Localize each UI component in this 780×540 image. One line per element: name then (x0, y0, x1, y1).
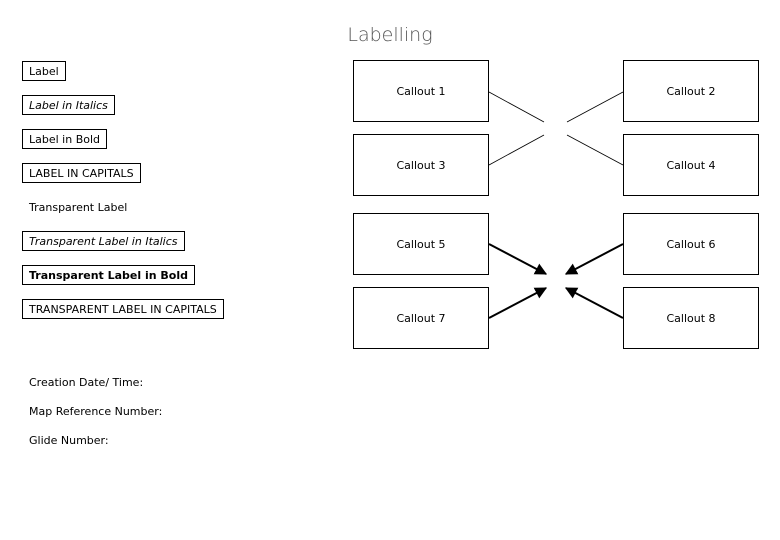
label-italics-box: Label in Italics (22, 95, 115, 115)
transparent-bold-box: Transparent Label in Bold (22, 265, 196, 285)
arrow-7 (488, 287, 548, 319)
callout-2: Callout 2 (623, 60, 759, 122)
label-bold-box: Label in Bold (22, 129, 108, 149)
connector-line-4 (566, 134, 624, 166)
connector-line-1 (488, 91, 545, 123)
transparent-italics-box: Transparent Label in Italics (22, 231, 185, 251)
map-reference-label: Map Reference Number: (29, 405, 163, 418)
transparent-capitals-box: TRANSPARENT LABEL IN CAPITALS (22, 299, 224, 319)
callout-3: Callout 3 (353, 134, 489, 196)
transparent-label-text: Transparent Label (29, 201, 128, 214)
callout-1: Callout 1 (353, 60, 489, 122)
creation-date-label: Creation Date/ Time: (29, 376, 144, 389)
callout-4: Callout 4 (623, 134, 759, 196)
callout-8: Callout 8 (623, 287, 759, 349)
label-capitals-box: LABEL IN CAPITALS (22, 163, 141, 183)
label-box: Label (22, 61, 66, 81)
page-title: Labelling (347, 24, 433, 46)
callout-7: Callout 7 (353, 287, 489, 349)
connector-line-2 (566, 91, 624, 123)
transparent-label-box: Transparent Label (22, 197, 135, 217)
arrow-8 (564, 287, 624, 319)
callout-6: Callout 6 (623, 213, 759, 275)
connector-line-3 (488, 134, 545, 166)
glide-number-label: Glide Number: (29, 434, 109, 447)
arrow-5 (488, 243, 548, 275)
arrow-6 (564, 243, 624, 275)
callout-5: Callout 5 (353, 213, 489, 275)
